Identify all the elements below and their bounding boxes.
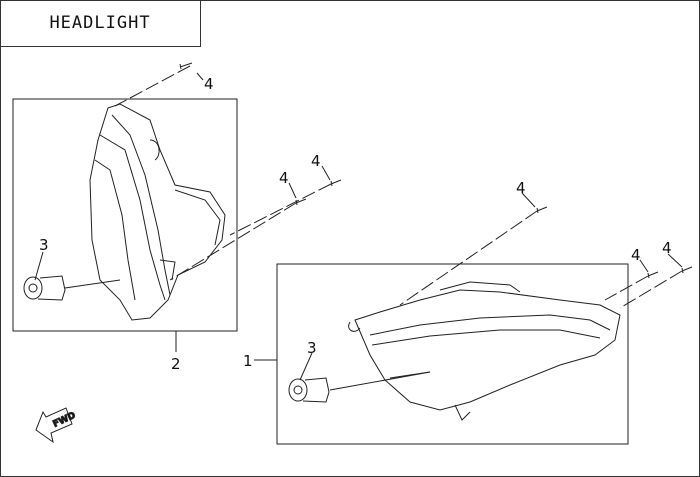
fwd-arrow-icon: FWD	[35, 407, 78, 444]
diagram-title: HEADLIGHT	[49, 13, 151, 33]
callout-assembly-left: 2	[171, 355, 181, 373]
callout-assembly-right: 1	[243, 352, 253, 370]
left-assembly-box	[12, 98, 238, 332]
callout-screw-e: 4	[631, 246, 641, 264]
callout-screw-d: 4	[516, 179, 526, 197]
title-box: HEADLIGHT	[0, 0, 201, 47]
callout-bulb-right: 3	[307, 339, 317, 357]
left-headlight-part	[89, 103, 226, 321]
screws	[179, 62, 693, 279]
leader-lines	[34, 65, 683, 391]
right-headlight-part	[348, 281, 621, 421]
callout-screw-f: 4	[662, 239, 672, 257]
left-bulb-part	[23, 275, 66, 301]
callout-screw-b: 4	[279, 169, 289, 187]
callout-bulb-left: 3	[39, 236, 49, 254]
right-assembly-box	[276, 263, 629, 445]
right-bulb-part	[288, 377, 330, 403]
callout-screw-c: 4	[311, 152, 321, 170]
callout-screw-a: 4	[204, 75, 214, 93]
